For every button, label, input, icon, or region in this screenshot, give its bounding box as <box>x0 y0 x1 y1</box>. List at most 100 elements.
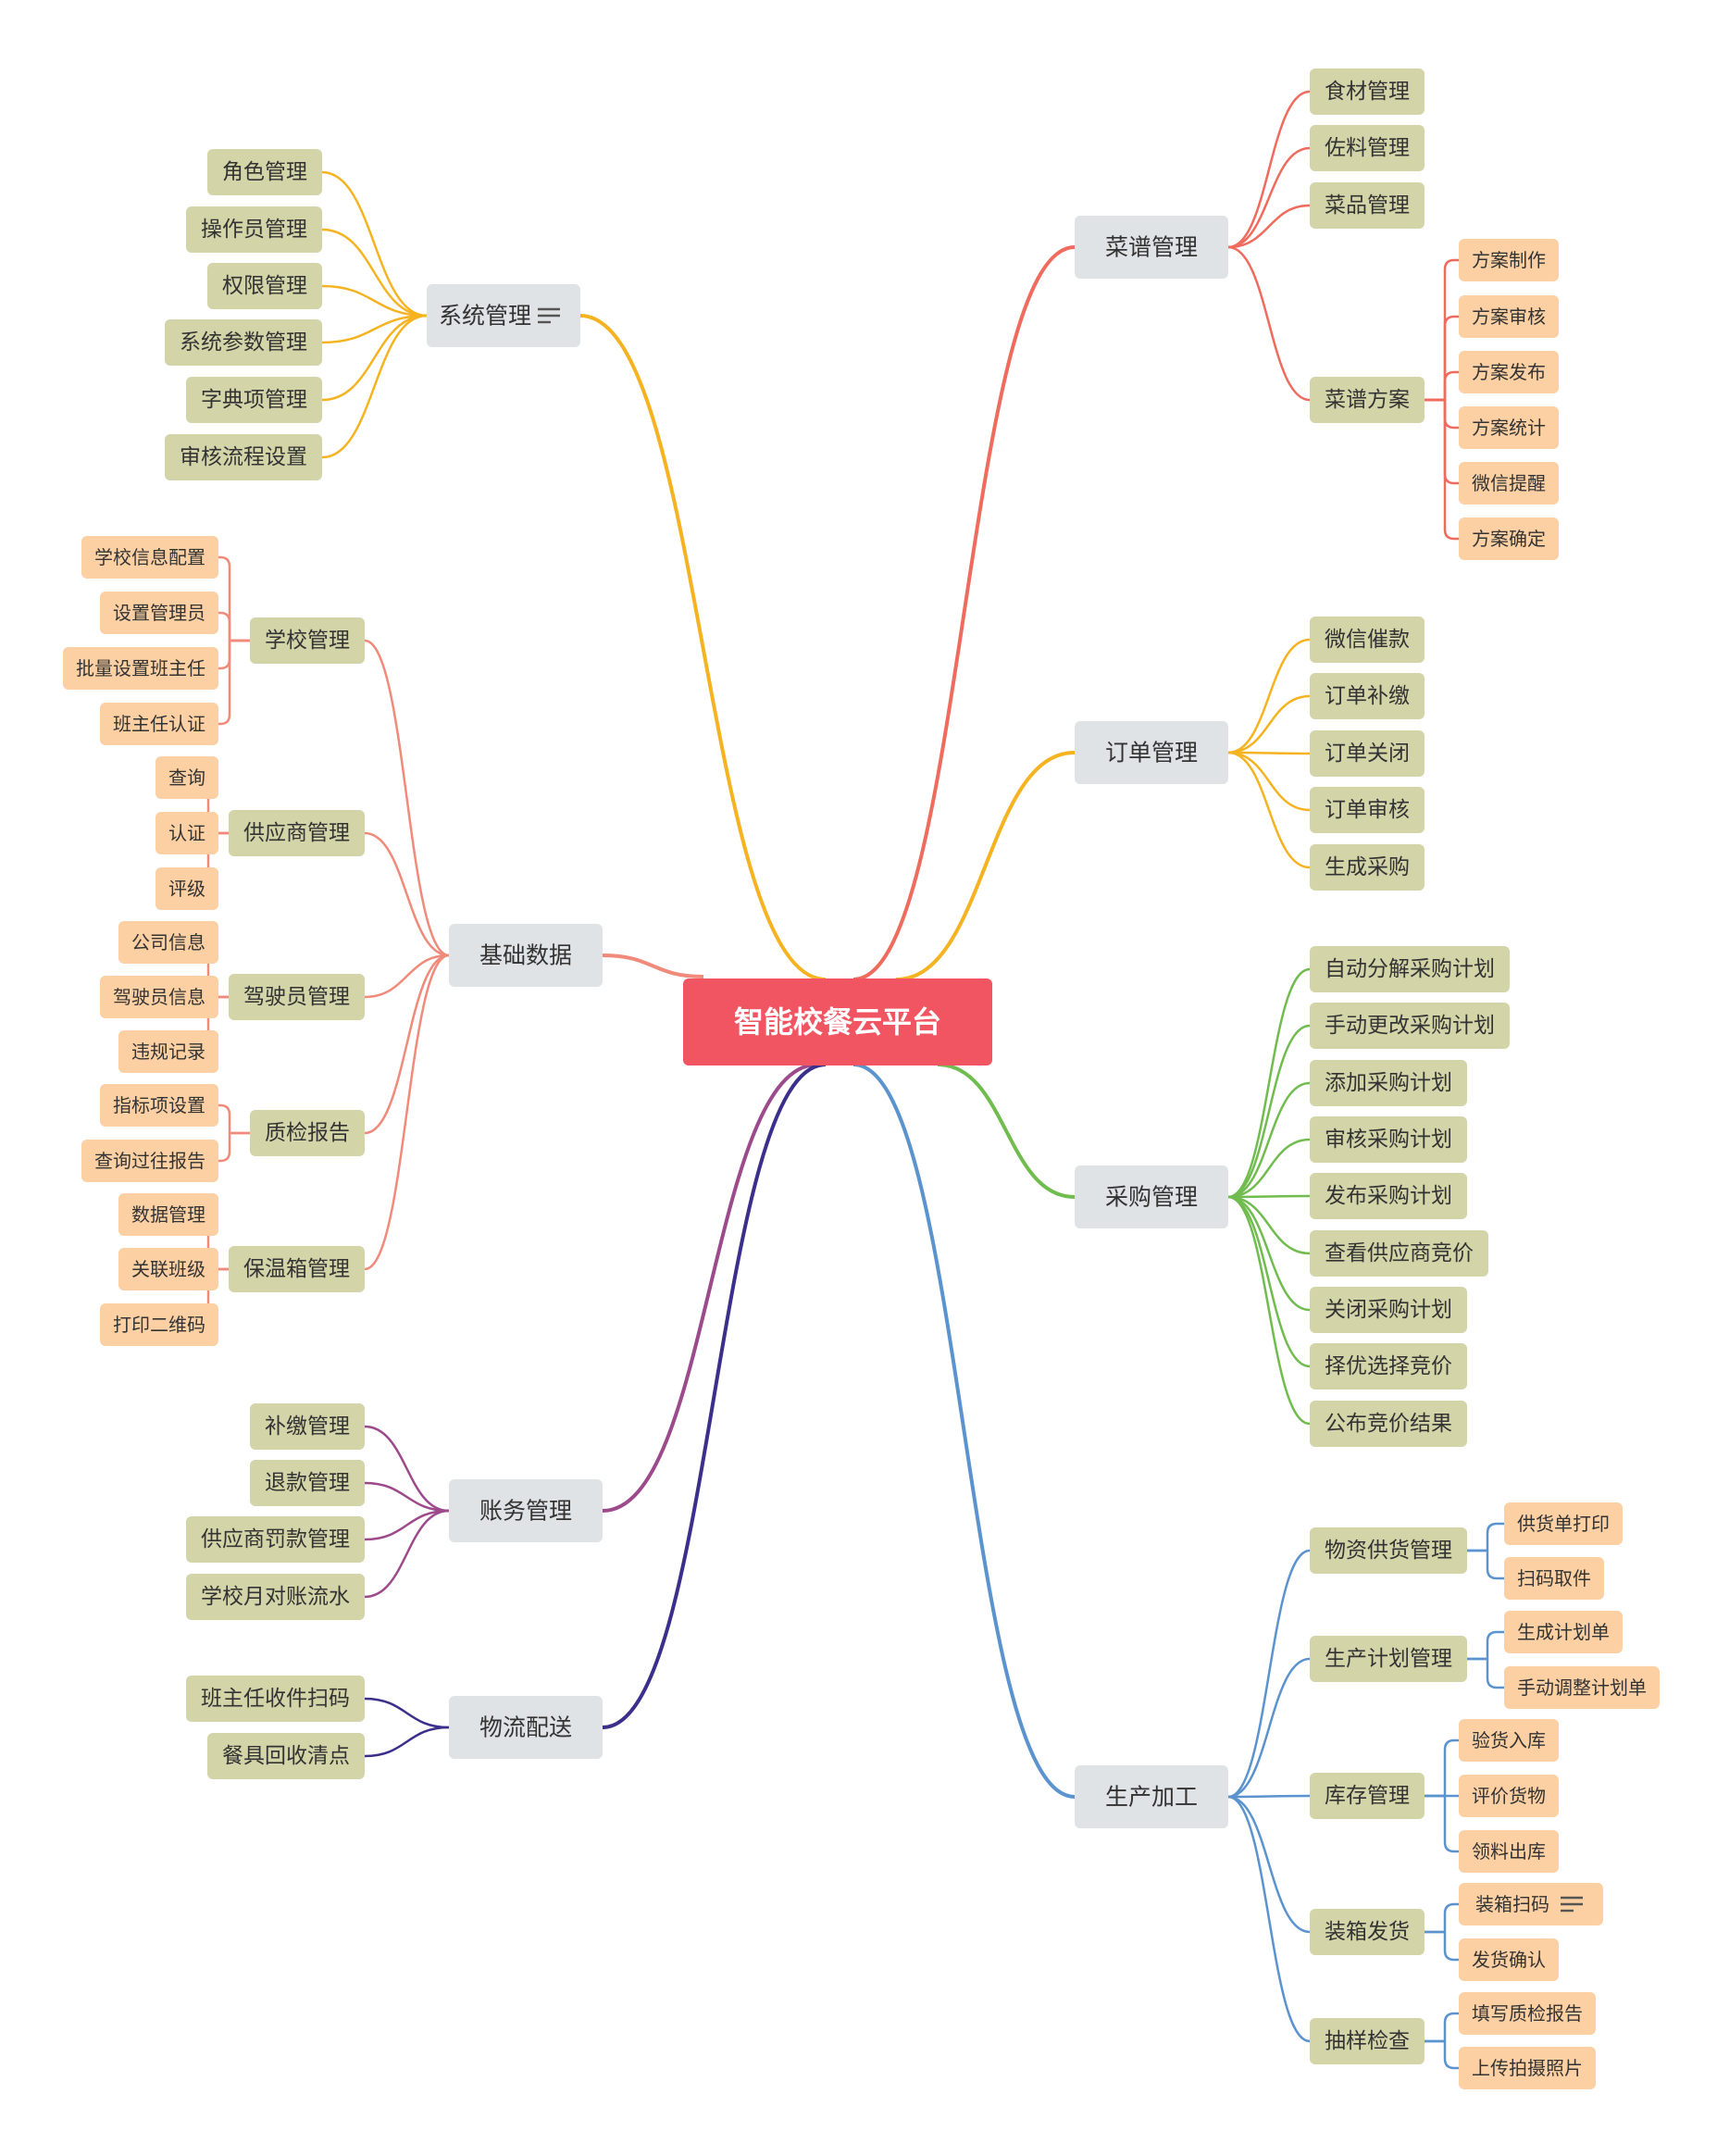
topic-production-2[interactable]: 库存管理 <box>1310 1773 1425 1819</box>
subtopic-base-0-0[interactable]: 学校信息配置 <box>81 536 218 579</box>
topic-purchase-3[interactable]: 审核采购计划 <box>1310 1116 1467 1163</box>
topic-production-1[interactable]: 生产计划管理 <box>1310 1636 1467 1682</box>
topic-logistics-1[interactable]: 餐具回收清点 <box>207 1733 365 1779</box>
topic-menu-1[interactable]: 佐料管理 <box>1310 125 1425 171</box>
subtopic-base-1-2[interactable]: 评级 <box>156 867 218 910</box>
subtopic-production-3-0[interactable]: 装箱扫码 <box>1459 1883 1603 1925</box>
topic-system-0[interactable]: 角色管理 <box>207 149 322 195</box>
topic-system-5[interactable]: 审核流程设置 <box>165 434 322 480</box>
subtopic-base-1-0[interactable]: 查询 <box>156 756 218 799</box>
subtopic-production-4-0[interactable]: 填写质检报告 <box>1459 1992 1596 2035</box>
topic-order-2[interactable]: 订单关闭 <box>1310 730 1425 777</box>
topic-purchase-0[interactable]: 自动分解采购计划 <box>1310 946 1510 992</box>
subtopic-base-2-0[interactable]: 公司信息 <box>118 921 218 964</box>
topic-connector-finance-0 <box>364 1425 450 1513</box>
notes-icon[interactable] <box>538 307 560 324</box>
topic-purchase-6[interactable]: 关闭采购计划 <box>1310 1287 1467 1333</box>
subtopic-menu-3-5-label: 方案确定 <box>1472 528 1546 550</box>
topic-finance-2[interactable]: 供应商罚款管理 <box>186 1516 365 1563</box>
subtopic-base-4-1[interactable]: 关联班级 <box>118 1248 218 1290</box>
subtopic-production-2-2[interactable]: 领料出库 <box>1459 1830 1559 1873</box>
branch-base[interactable]: 基础数据 <box>449 924 603 987</box>
topic-purchase-2[interactable]: 添加采购计划 <box>1310 1060 1467 1106</box>
topic-purchase-8[interactable]: 公布竞价结果 <box>1310 1401 1467 1447</box>
subtopic-connector-production-4-1 <box>1443 2041 1459 2070</box>
branch-menu[interactable]: 菜谱管理 <box>1075 216 1228 279</box>
subtopic-production-0-1[interactable]: 扫码取件 <box>1504 1557 1604 1600</box>
subtopic-base-0-3[interactable]: 班主任认证 <box>100 703 218 745</box>
topic-order-3[interactable]: 订单审核 <box>1310 787 1425 833</box>
topic-base-0[interactable]: 学校管理 <box>250 617 365 664</box>
subtopic-base-1-0-box <box>156 756 218 799</box>
subtopic-base-0-1[interactable]: 设置管理员 <box>100 592 218 634</box>
subtopic-base-3-1[interactable]: 查询过往报告 <box>81 1140 218 1182</box>
subtopic-base-0-2-box <box>63 647 218 690</box>
branch-menu-box <box>1075 216 1228 279</box>
topic-connector-production-3 <box>1227 1795 1311 1934</box>
topic-connector-system-0 <box>321 170 428 318</box>
branch-order[interactable]: 订单管理 <box>1075 721 1228 784</box>
topic-purchase-4[interactable]: 发布采购计划 <box>1310 1173 1467 1219</box>
subtopic-production-1-0[interactable]: 生成计划单 <box>1504 1611 1623 1653</box>
topic-logistics-0-box <box>186 1676 365 1722</box>
subtopic-production-4-1[interactable]: 上传拍摄照片 <box>1459 2047 1596 2089</box>
topic-menu-0[interactable]: 食材管理 <box>1310 69 1425 115</box>
subtopic-base-4-2[interactable]: 打印二维码 <box>100 1303 218 1346</box>
topic-menu-3[interactable]: 菜谱方案 <box>1310 377 1425 423</box>
subtopic-production-2-1[interactable]: 评价货物 <box>1459 1775 1559 1817</box>
topic-base-1[interactable]: 供应商管理 <box>229 810 365 856</box>
topic-purchase-1[interactable]: 手动更改采购计划 <box>1310 1003 1510 1049</box>
root-topic[interactable]: 智能校餐云平台 <box>683 978 992 1066</box>
subtopic-base-4-0[interactable]: 数据管理 <box>118 1193 218 1236</box>
branch-purchase[interactable]: 采购管理 <box>1075 1165 1228 1228</box>
topic-system-1[interactable]: 操作员管理 <box>186 206 322 253</box>
subtopic-production-3-0-label: 装箱扫码 <box>1475 1893 1549 1915</box>
subtopic-base-3-0[interactable]: 指标项设置 <box>100 1084 218 1127</box>
subtopic-menu-3-2[interactable]: 方案发布 <box>1459 351 1559 393</box>
subtopic-production-3-1[interactable]: 发货确认 <box>1459 1938 1559 1981</box>
subtopic-menu-3-0[interactable]: 方案制作 <box>1459 239 1559 281</box>
subtopic-base-1-1[interactable]: 认证 <box>156 812 218 854</box>
subtopic-menu-3-1[interactable]: 方案审核 <box>1459 295 1559 338</box>
topic-base-2[interactable]: 驾驶员管理 <box>229 974 365 1020</box>
topic-purchase-7[interactable]: 择优选择竞价 <box>1310 1343 1467 1390</box>
topic-order-0[interactable]: 微信催款 <box>1310 617 1425 663</box>
branch-production[interactable]: 生产加工 <box>1075 1765 1228 1828</box>
topic-system-2[interactable]: 权限管理 <box>207 263 322 309</box>
subtopic-base-2-0-box <box>118 921 218 964</box>
topic-production-0[interactable]: 物资供货管理 <box>1310 1527 1467 1574</box>
topic-order-4[interactable]: 生成采购 <box>1310 844 1425 891</box>
subtopic-production-4-0-label: 填写质检报告 <box>1472 2002 1583 2025</box>
subtopic-base-2-1[interactable]: 驾驶员信息 <box>100 976 218 1018</box>
subtopic-production-1-1[interactable]: 手动调整计划单 <box>1504 1666 1660 1709</box>
topic-finance-1[interactable]: 退款管理 <box>250 1460 365 1506</box>
subtopic-base-4-1-label: 关联班级 <box>131 1258 205 1280</box>
topic-purchase-5[interactable]: 查看供应商竞价 <box>1310 1230 1488 1277</box>
topic-menu-2[interactable]: 菜品管理 <box>1310 182 1425 229</box>
subtopic-connector-production-4-0 <box>1443 2012 1459 2041</box>
branch-logistics[interactable]: 物流配送 <box>449 1696 603 1759</box>
subtopic-connector-menu-3-0 <box>1443 258 1459 400</box>
topic-order-1[interactable]: 订单补缴 <box>1310 673 1425 719</box>
topic-system-3[interactable]: 系统参数管理 <box>165 319 322 366</box>
subtopic-base-0-2[interactable]: 批量设置班主任 <box>63 647 218 690</box>
topic-production-3[interactable]: 装箱发货 <box>1310 1909 1425 1955</box>
subtopic-base-2-2-label: 违规记录 <box>131 1041 205 1063</box>
topic-system-4[interactable]: 字典项管理 <box>186 377 322 423</box>
topic-base-4-label: 保温箱管理 <box>243 1257 350 1281</box>
branch-system[interactable]: 系统管理 <box>427 284 580 347</box>
notes-icon[interactable] <box>1561 1896 1583 1913</box>
subtopic-production-2-0[interactable]: 验货入库 <box>1459 1719 1559 1762</box>
branch-finance[interactable]: 账务管理 <box>449 1479 603 1542</box>
subtopic-base-2-2[interactable]: 违规记录 <box>118 1030 218 1073</box>
topic-logistics-0[interactable]: 班主任收件扫码 <box>186 1676 365 1722</box>
subtopic-menu-3-4[interactable]: 微信提醒 <box>1459 462 1559 505</box>
topic-finance-3[interactable]: 学校月对账流水 <box>186 1574 365 1620</box>
subtopic-menu-3-5[interactable]: 方案确定 <box>1459 517 1559 560</box>
topic-production-4[interactable]: 抽样检查 <box>1310 2018 1425 2064</box>
topic-finance-0[interactable]: 补缴管理 <box>250 1403 365 1450</box>
subtopic-menu-3-3[interactable]: 方案统计 <box>1459 406 1559 449</box>
topic-base-3[interactable]: 质检报告 <box>250 1110 365 1156</box>
topic-base-4[interactable]: 保温箱管理 <box>229 1246 365 1292</box>
subtopic-production-0-0[interactable]: 供货单打印 <box>1504 1502 1623 1545</box>
